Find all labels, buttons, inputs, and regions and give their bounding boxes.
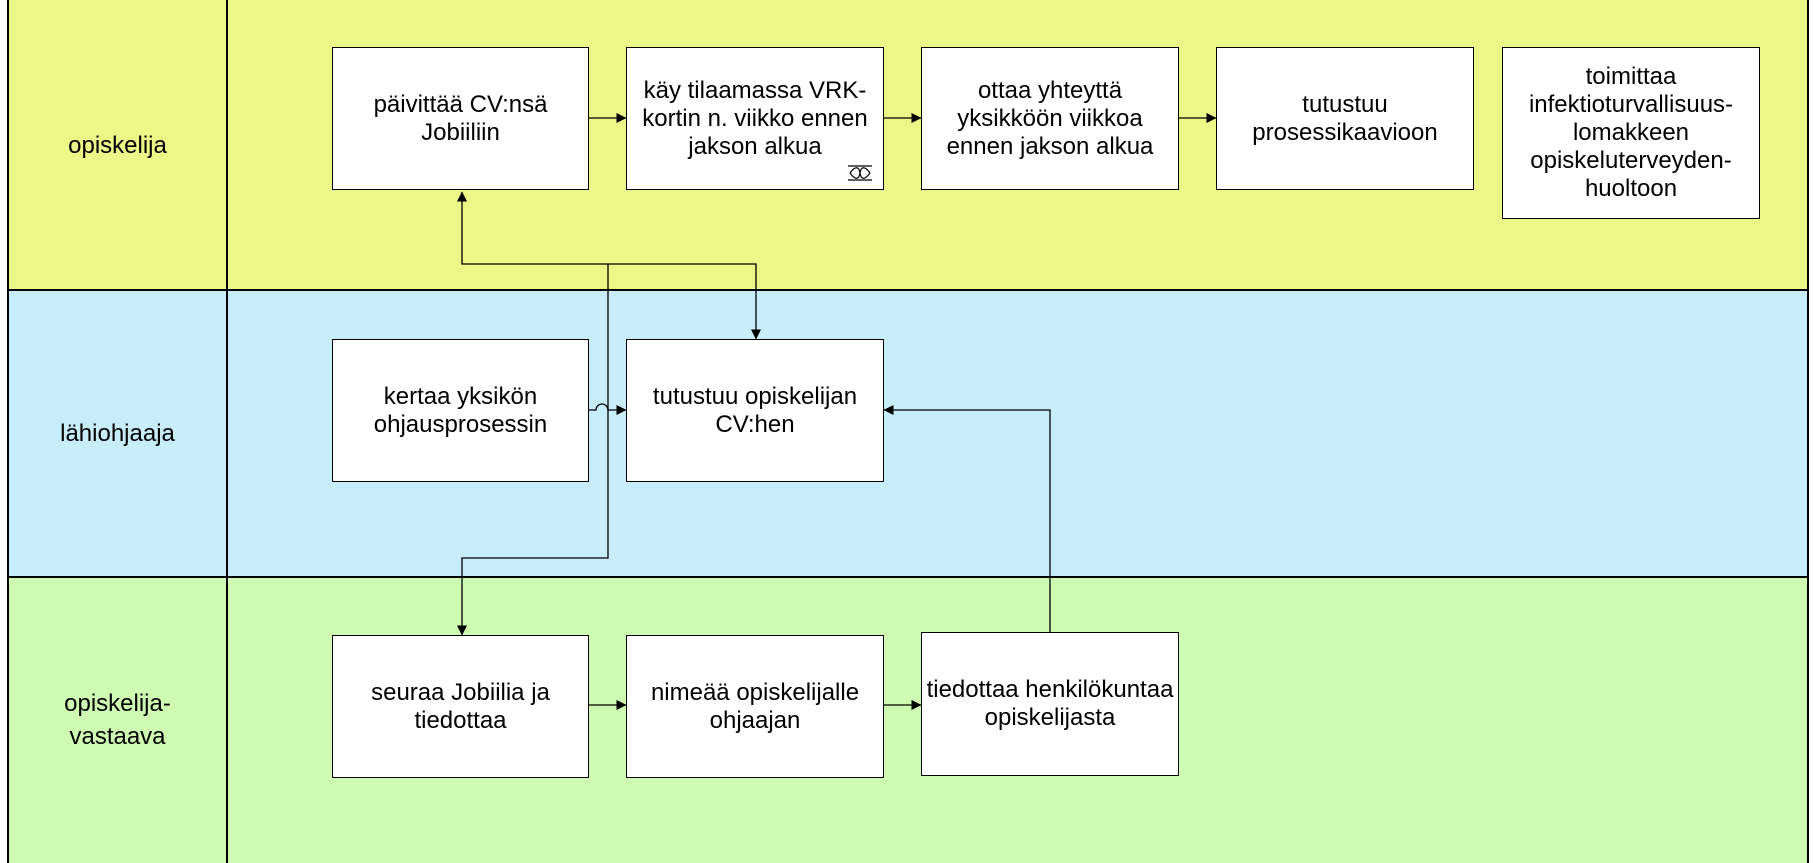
box-label: tutustuu prosessikaavioon	[1252, 90, 1438, 146]
process-box-assign-supervisor: nimeää opiskelijalle ohjaajan	[626, 635, 884, 778]
box-label: tutustuu opiskelijan CV:hen	[652, 382, 858, 438]
lane-borders	[7, 0, 1809, 863]
lane-label-lahiohjaaja: lähiohjaaja	[8, 290, 227, 577]
process-box-infection-form: toimittaa infektioturvallisuus-lomakkeen…	[1502, 47, 1760, 219]
box-label: ottaa yhteyttä yksikköön viikkoa ennen j…	[946, 76, 1154, 160]
lane-label-opiskelija-vastaava: opiskelija- vastaava	[8, 577, 227, 863]
box-label: käy tilaamassa VRK-kortin n. viikko enne…	[642, 76, 868, 160]
box-label: nimeää opiskelijalle ohjaajan	[650, 678, 860, 734]
process-box-process-chart: tutustuu prosessikaavioon	[1216, 47, 1474, 190]
box-label: päivittää CV:nsä Jobiiliin	[373, 90, 548, 146]
arrow-b10-b7	[883, 405, 1051, 632]
arrow-b6-b7	[589, 403, 627, 415]
box-label: tiedottaa henkilökuntaa opiskelijasta	[926, 676, 1174, 731]
process-box-contact-unit: ottaa yhteyttä yksikköön viikkoa ennen j…	[921, 47, 1179, 190]
arrow-hub-b7	[608, 263, 761, 340]
connectors	[457, 113, 1217, 710]
process-box-follow-jobiili: seuraa Jobiilia ja tiedottaa	[332, 635, 589, 778]
process-box-read-student-cv: tutustuu opiskelijan CV:hen	[626, 339, 884, 482]
box-label: toimittaa infektioturvallisuus-lomakkeen…	[1528, 63, 1734, 202]
process-box-inform-staff: tiedottaa henkilökuntaa opiskelijasta	[921, 632, 1179, 776]
process-box-order-vrk-card: käy tilaamassa VRK-kortin n. viikko enne…	[626, 47, 884, 190]
arrow-b8-hub	[457, 264, 609, 636]
lane-label-text: opiskelija- vastaava	[64, 690, 171, 750]
arrow-hub-b1	[457, 191, 608, 265]
box-label: kertaa yksikön ohjausprosessin	[373, 382, 548, 438]
lane-label-opiskelija: opiskelija	[8, 0, 227, 290]
lane-background-lahiohjaaja	[8, 290, 1808, 577]
process-box-review-guidance: kertaa yksikön ohjausprosessin	[332, 339, 589, 482]
lane-label-text: lähiohjaaja	[60, 420, 175, 447]
box-label: seuraa Jobiilia ja tiedottaa	[371, 678, 550, 734]
process-box-update-cv: päivittää CV:nsä Jobiiliin	[332, 47, 589, 190]
lane-background-opiskelija-vastaava	[8, 577, 1808, 863]
chain-link-icon	[848, 165, 872, 181]
lane-label-text: opiskelija	[68, 131, 167, 159]
